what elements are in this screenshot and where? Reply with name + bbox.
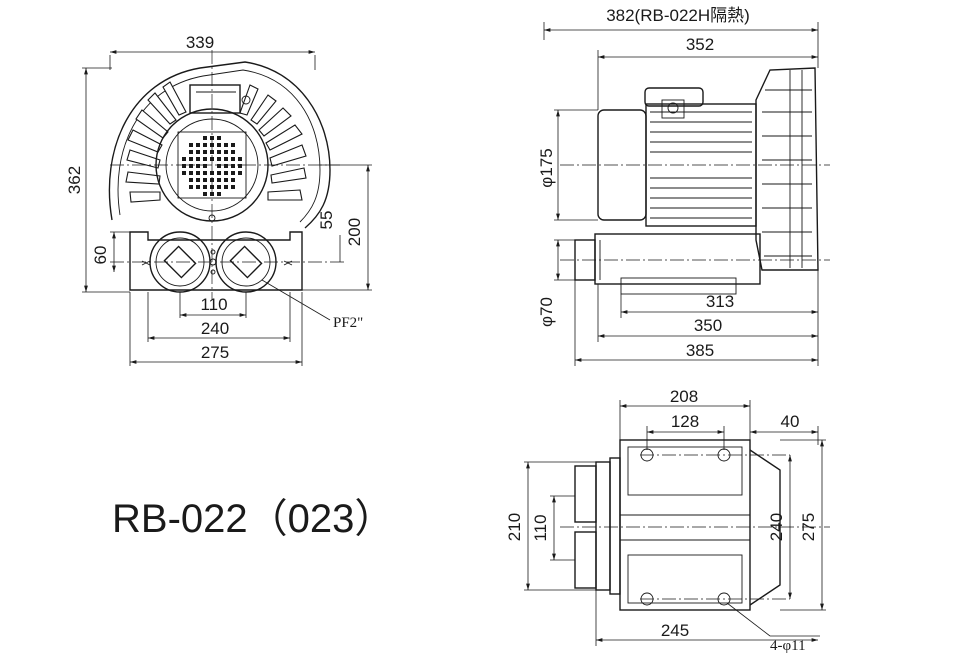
grille-hole [189, 157, 193, 161]
dim-port-spacing: 110 [200, 295, 227, 314]
grille-hole [224, 157, 228, 161]
dim-overall-length: 385 [686, 341, 714, 360]
grille-hole [217, 178, 221, 182]
dim-foot-inner: 240 [201, 319, 229, 338]
grille-hole [189, 185, 193, 189]
grille-hole [189, 164, 193, 168]
base-flange [129, 231, 303, 291]
grille-hole [189, 150, 193, 154]
grille-hole [203, 164, 207, 168]
cooling-fins [125, 81, 307, 203]
dim-length-insulated: 382(RB-022H隔熱) [606, 6, 750, 25]
grille-hole [203, 192, 207, 196]
dim-edge-offset: 40 [781, 412, 800, 431]
grille-hole [210, 178, 214, 182]
dim-port-span: 110 [531, 514, 550, 541]
side-blower-housing [755, 67, 819, 271]
dim-foot-height: 60 [91, 246, 110, 265]
grille-hole [217, 150, 221, 154]
dim-foot-outer: 275 [201, 343, 229, 362]
dim-shaft-height: 200 [345, 218, 364, 246]
dim-motor-diameter: φ175 [537, 148, 556, 187]
grille-hole [182, 164, 186, 168]
grille-hole [224, 150, 228, 154]
terminal-box [189, 84, 241, 114]
grille-hole [203, 150, 207, 154]
dim-base-depth: 275 [799, 513, 818, 541]
dim-width: 339 [186, 33, 214, 52]
grille-hole [189, 178, 193, 182]
dim-length: 352 [686, 35, 714, 54]
grille-hole [231, 157, 235, 161]
insulation-guard [762, 70, 812, 268]
grille-hole [203, 171, 207, 175]
grille-hole [217, 164, 221, 168]
dim-hole-spacing-x: 128 [671, 412, 699, 431]
grille-hole [203, 143, 207, 147]
grille-hole [238, 164, 242, 168]
grille-hole [182, 157, 186, 161]
grille-hole [203, 136, 207, 140]
grille-hole [238, 171, 242, 175]
grille-hole [196, 143, 200, 147]
grille-hole [224, 143, 228, 147]
grille-hole [196, 185, 200, 189]
grille-hole [196, 171, 200, 175]
grille-hole [189, 143, 193, 147]
grille-hole [231, 164, 235, 168]
grille-hole [231, 178, 235, 182]
dim-outlet-offset: 55 [317, 211, 336, 230]
side-terminal-box [644, 87, 704, 107]
side-base [594, 233, 761, 285]
dim-port-diameter: φ70 [537, 297, 556, 327]
grille-hole [189, 171, 193, 175]
dim-base-length-1: 313 [706, 292, 734, 311]
grille-hole [203, 157, 207, 161]
grille-hole [203, 178, 207, 182]
grille-hole [196, 157, 200, 161]
side-view: 382(RB-022H隔熱) 352 φ175 φ70 313 350 385 [537, 6, 830, 366]
grille-hole [231, 171, 235, 175]
grille-hole [217, 171, 221, 175]
bottom-view: 208 128 40 210 110 240 275 245 4-φ11 [505, 387, 830, 653]
fan-cover-grille [182, 136, 242, 196]
dim-bottom-height: 210 [505, 513, 524, 541]
grille-hole [231, 150, 235, 154]
front-view: 339 362 60 55 200 110 240 275 PF2" [65, 33, 372, 366]
dim-hole-spacing-y: 240 [767, 513, 786, 541]
grille-hole [231, 185, 235, 189]
grille-hole [231, 143, 235, 147]
dim-base-length: 245 [661, 621, 689, 640]
grille-hole [217, 136, 221, 140]
grille-hole [196, 178, 200, 182]
grille-hole [203, 185, 207, 189]
grille-hole [196, 164, 200, 168]
grille-hole [217, 185, 221, 189]
grille-hole [224, 164, 228, 168]
grille-hole [217, 192, 221, 196]
grille-hole [217, 157, 221, 161]
dim-base-length-2: 350 [694, 316, 722, 335]
grille-hole [238, 157, 242, 161]
grille-hole [196, 150, 200, 154]
grille-hole [182, 171, 186, 175]
port-thread-label: PF2" [333, 315, 363, 331]
bottom-flange [595, 461, 611, 591]
grille-hole [224, 178, 228, 182]
dim-height: 362 [65, 166, 84, 194]
dim-bottom-width: 208 [670, 387, 698, 406]
motor-ribs [650, 111, 752, 219]
mounting-holes-label: 4-φ11 [770, 638, 806, 653]
model-label: RB-022（023） [112, 497, 394, 541]
bottom-base-plate [619, 439, 751, 611]
grille-hole [224, 185, 228, 189]
grille-hole [210, 157, 214, 161]
grille-hole [224, 171, 228, 175]
grille-hole [217, 143, 221, 147]
